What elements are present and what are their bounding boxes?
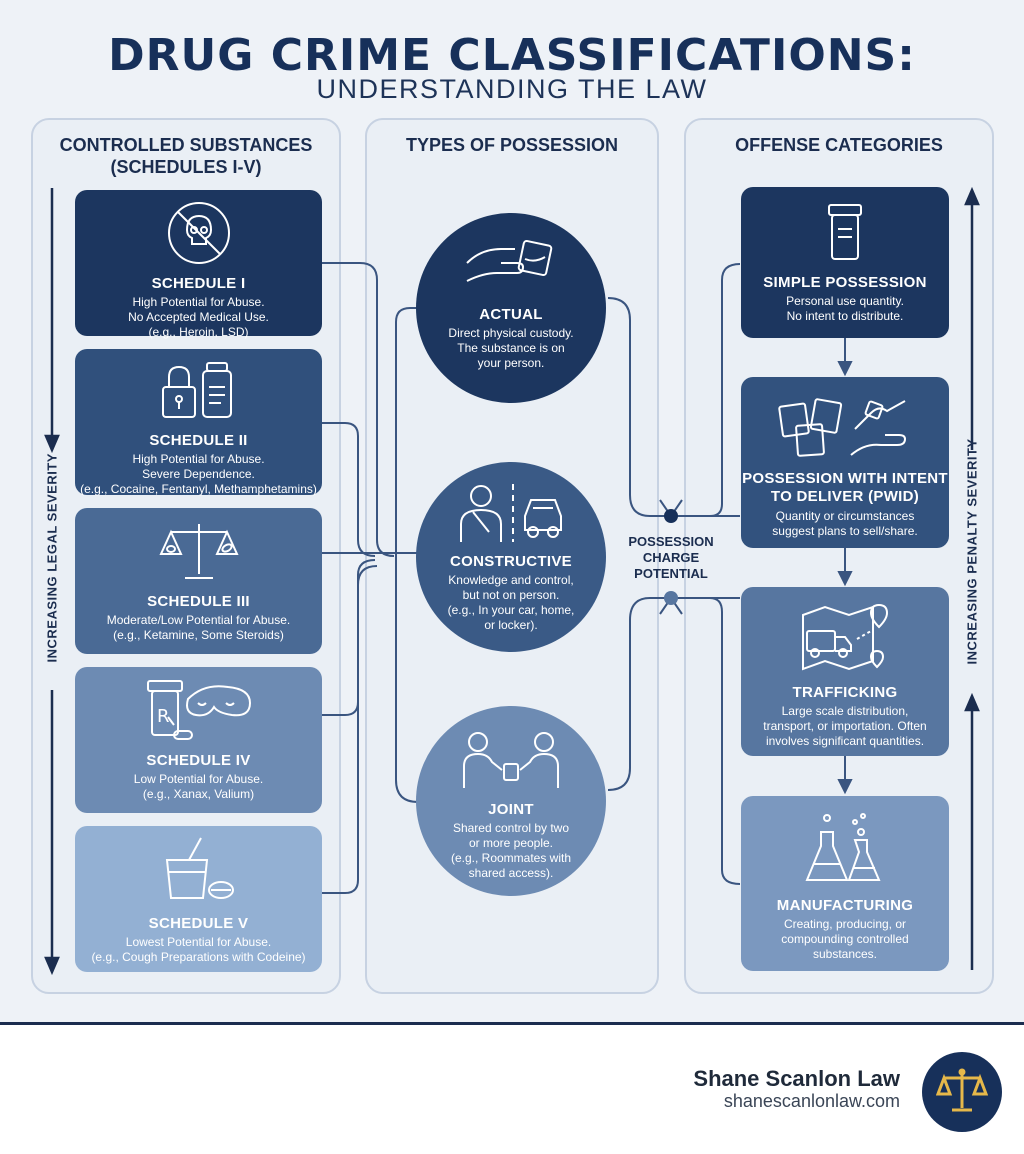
simple-possession-description: Personal use quantity. No intent to dist… [786, 294, 904, 323]
person-car-icon [451, 480, 571, 549]
footer [0, 1025, 1024, 1154]
schedule-2-description: High Potential for Abuse. Severe Depende… [80, 452, 317, 496]
pill-jar-icon [825, 203, 865, 266]
bags-hand-exchange-icon [775, 395, 915, 464]
actual-possession-circle: ACTUAL Direct physical custody. The subs… [416, 213, 606, 403]
scales-pills-icon [157, 518, 241, 589]
pwid-title: POSSESSION WITH INTENT TO DELIVER (PWID) [742, 470, 948, 505]
actual-title: ACTUAL [479, 306, 543, 323]
pwid-description: Quantity or circumstances suggest plans … [772, 509, 918, 538]
trafficking-title: TRAFFICKING [792, 684, 898, 701]
firm-url-link[interactable]: shanescanlonlaw.com [723, 1091, 900, 1111]
page-subtitle: UNDERSTANDING THE LAW [316, 74, 708, 104]
schedule-4-description: Low Potential for Abuse. (e.g., Xanax, V… [133, 772, 264, 801]
lock-bottle-icon [159, 359, 239, 428]
constructive-title: CONSTRUCTIVE [450, 553, 572, 570]
schedule-3-card: SCHEDULE III Moderate/Low Potential for … [75, 508, 322, 654]
skull-prohibited-icon [165, 200, 233, 271]
schedule-1-card: SCHEDULE I High Potential for Abuse. No … [75, 190, 322, 339]
schedule-5-card: SCHEDULE V Lowest Potential for Abuse. (… [75, 826, 322, 972]
schedule-1-description: High Potential for Abuse. No Accepted Me… [128, 295, 269, 339]
schedule-2-card: SCHEDULE II High Potential for Abuse. Se… [75, 349, 322, 496]
schedule-4-title: SCHEDULE IV [146, 752, 251, 769]
possession-charge-potential-label: POSSESSION CHARGE POTENTIAL [628, 534, 714, 581]
svg-text:R: R [157, 706, 170, 727]
joint-title: JOINT [488, 801, 534, 818]
schedule-4-card: R SCHEDULE IV Low Potential for Abuse. (… [75, 667, 322, 813]
pwid-card: POSSESSION WITH INTENT TO DELIVER (PWID)… [741, 377, 949, 548]
trafficking-card: TRAFFICKING Large scale distribution, tr… [741, 587, 949, 756]
page-title: DRUG CRIME CLASSIFICATIONS: [108, 30, 916, 81]
lab-flasks-icon [805, 812, 885, 891]
constructive-description: Knowledge and control, but not on person… [447, 573, 575, 632]
schedule-1-title: SCHEDULE I [151, 275, 246, 292]
two-people-sharing-icon [456, 730, 566, 795]
truck-map-icon [799, 601, 891, 678]
schedule-5-description: Lowest Potential for Abuse. (e.g., Cough… [91, 935, 306, 964]
rx-bottle-sleep-mask-icon: R [144, 677, 254, 748]
manufacturing-title: MANUFACTURING [776, 897, 914, 914]
schedule-5-title: SCHEDULE V [148, 915, 249, 932]
joint-possession-circle: JOINT Shared control by two or more peop… [416, 706, 606, 896]
controlled-substances-heading: CONTROLLED SUBSTANCES (SCHEDULES I-V) [59, 135, 313, 177]
footer-divider [0, 1022, 1024, 1025]
scales-of-justice-icon [935, 1066, 989, 1123]
firm-name: Shane Scanlon Law [693, 1066, 900, 1091]
trafficking-description: Large scale distribution, transport, or … [763, 704, 927, 748]
constructive-possession-circle: CONSTRUCTIVE Knowledge and control, but … [416, 462, 606, 652]
possession-types-heading: TYPES OF POSSESSION [405, 135, 619, 155]
actual-description: Direct physical custody. The substance i… [448, 326, 574, 370]
offense-categories-heading: OFFENSE CATEGORIES [735, 135, 943, 155]
joint-description: Shared control by two or more people. (e… [450, 821, 572, 880]
schedule-3-title: SCHEDULE III [147, 593, 250, 610]
schedule-3-description: Moderate/Low Potential for Abuse. (e.g.,… [106, 613, 291, 642]
firm-logo [922, 1052, 1002, 1132]
simple-possession-title: SIMPLE POSSESSION [763, 274, 927, 291]
legal-severity-axis-label: INCREASING LEGAL SEVERITY [44, 453, 60, 663]
simple-possession-card: SIMPLE POSSESSION Personal use quantity.… [741, 187, 949, 338]
manufacturing-description: Creating, producing, or compounding cont… [781, 917, 909, 961]
hand-holding-bag-icon [463, 233, 559, 298]
schedule-2-title: SCHEDULE II [149, 432, 248, 449]
cup-tablet-icon [159, 834, 239, 911]
penalty-severity-axis-label: INCREASING PENALTY SEVERITY [964, 438, 980, 665]
manufacturing-card: MANUFACTURING Creating, producing, or co… [741, 796, 949, 971]
